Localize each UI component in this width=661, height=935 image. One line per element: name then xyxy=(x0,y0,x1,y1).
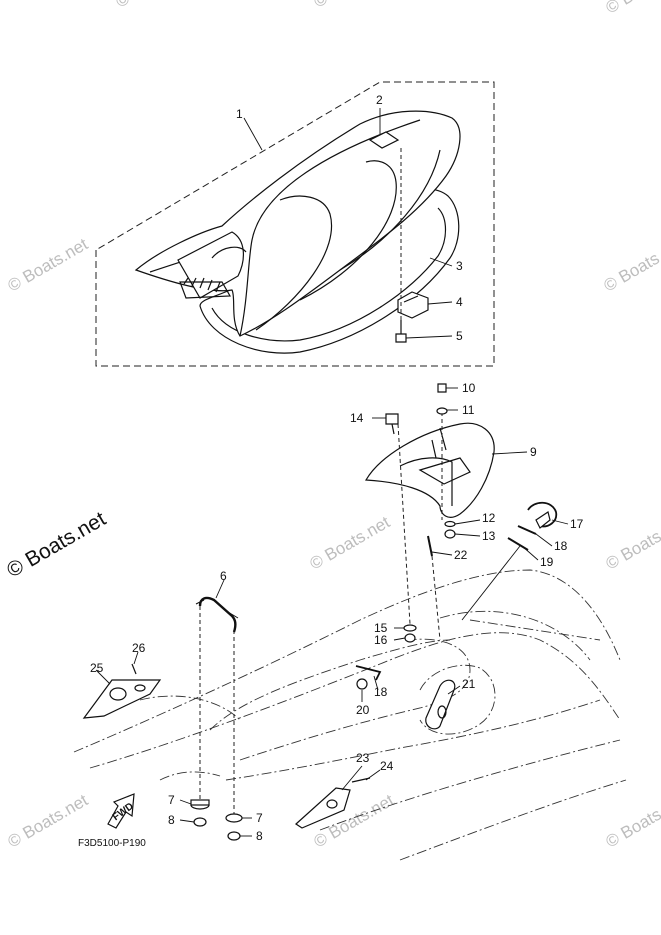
damper-right xyxy=(225,813,243,823)
callout-11: 11 xyxy=(462,403,475,417)
callout-14: 14 xyxy=(350,411,364,425)
callout-22: 22 xyxy=(454,548,468,562)
callout-5: 5 xyxy=(456,329,463,343)
watermark-mid-right: © Boats.net xyxy=(603,512,661,573)
callout-8-left: 8 xyxy=(168,813,175,827)
latch-hook-17 xyxy=(527,501,558,529)
seat-bracket xyxy=(397,291,429,319)
nut-13 xyxy=(444,529,456,539)
watermark-upper-left: © Boats.net xyxy=(5,234,92,295)
callout-7-right: 7 xyxy=(256,811,263,825)
callout-18-lower: 18 xyxy=(374,685,388,699)
watermark-mid: © Boats.net xyxy=(307,512,394,573)
watermark-lower-right: © Boats.net xyxy=(603,790,661,851)
callout-15: 15 xyxy=(374,621,388,635)
fwd-arrow-icon: FWD xyxy=(107,793,136,829)
damper-left xyxy=(190,799,210,810)
screw-10 xyxy=(437,383,447,393)
screw-24 xyxy=(351,777,371,783)
callout-25: 25 xyxy=(90,661,104,675)
watermark-top-left: © Boats.net xyxy=(113,0,200,11)
cover-25 xyxy=(82,679,162,719)
handle-rod xyxy=(195,596,239,633)
bolt-14 xyxy=(385,413,399,435)
callout-26: 26 xyxy=(132,641,146,655)
axis-22 xyxy=(431,555,441,641)
callout-4: 4 xyxy=(456,295,463,309)
callout-16: 16 xyxy=(374,633,388,647)
nut-left xyxy=(193,817,207,827)
callout-2: 2 xyxy=(376,93,383,107)
watermark-primary: © Boats.net xyxy=(3,507,110,582)
callout-23: 23 xyxy=(356,751,370,765)
leader-lines xyxy=(95,108,569,837)
pin-18-upper xyxy=(517,525,537,535)
callout-1: 1 xyxy=(236,107,243,121)
callout-10: 10 xyxy=(462,381,476,395)
nut-16 xyxy=(404,633,416,643)
callout-19: 19 xyxy=(540,555,554,569)
watermark-upper-right: © Boats.net xyxy=(601,234,661,295)
screw-26 xyxy=(131,663,137,675)
callout-12: 12 xyxy=(482,511,496,525)
pin-22 xyxy=(427,535,433,557)
hull-outline xyxy=(73,569,627,861)
washer-15 xyxy=(403,624,417,632)
axis-14-15 xyxy=(397,423,411,625)
nut-right xyxy=(227,831,241,841)
callout-3: 3 xyxy=(456,259,463,273)
callout-21: 21 xyxy=(462,677,476,691)
washer-11 xyxy=(436,407,448,415)
watermarks: © Boats.net © Boats.net © Boats.net © Bo… xyxy=(3,0,661,851)
diagram-code: F3D5100-P190 xyxy=(78,838,146,849)
watermark-top-mid: © Boats.net xyxy=(311,0,398,11)
clip-18-lower xyxy=(355,665,382,681)
washer-12 xyxy=(444,520,456,528)
leader-19-hull xyxy=(461,545,521,621)
strap-21 xyxy=(425,679,456,730)
seat-assembly-box xyxy=(95,81,495,367)
cover-23 xyxy=(295,787,351,829)
seat-lock-housing xyxy=(364,422,495,518)
watermark-top-right: © Boats.net xyxy=(603,0,661,17)
bolt-20 xyxy=(356,678,368,690)
seat-bolt xyxy=(395,320,407,343)
callout-9: 9 xyxy=(530,445,537,459)
callout-20: 20 xyxy=(356,703,370,717)
callout-6: 6 xyxy=(220,569,227,583)
callout-13: 13 xyxy=(482,529,496,543)
callout-7-left: 7 xyxy=(168,793,175,807)
callout-labels: 1 2 3 4 5 6 7 7 8 8 9 10 11 12 13 14 15 … xyxy=(90,93,584,843)
callout-24: 24 xyxy=(380,759,394,773)
seat-cushion xyxy=(134,110,461,337)
seat-emblem xyxy=(368,131,400,149)
callout-18-upper: 18 xyxy=(554,539,568,553)
callout-8-right: 8 xyxy=(256,829,263,843)
callout-17: 17 xyxy=(570,517,584,531)
